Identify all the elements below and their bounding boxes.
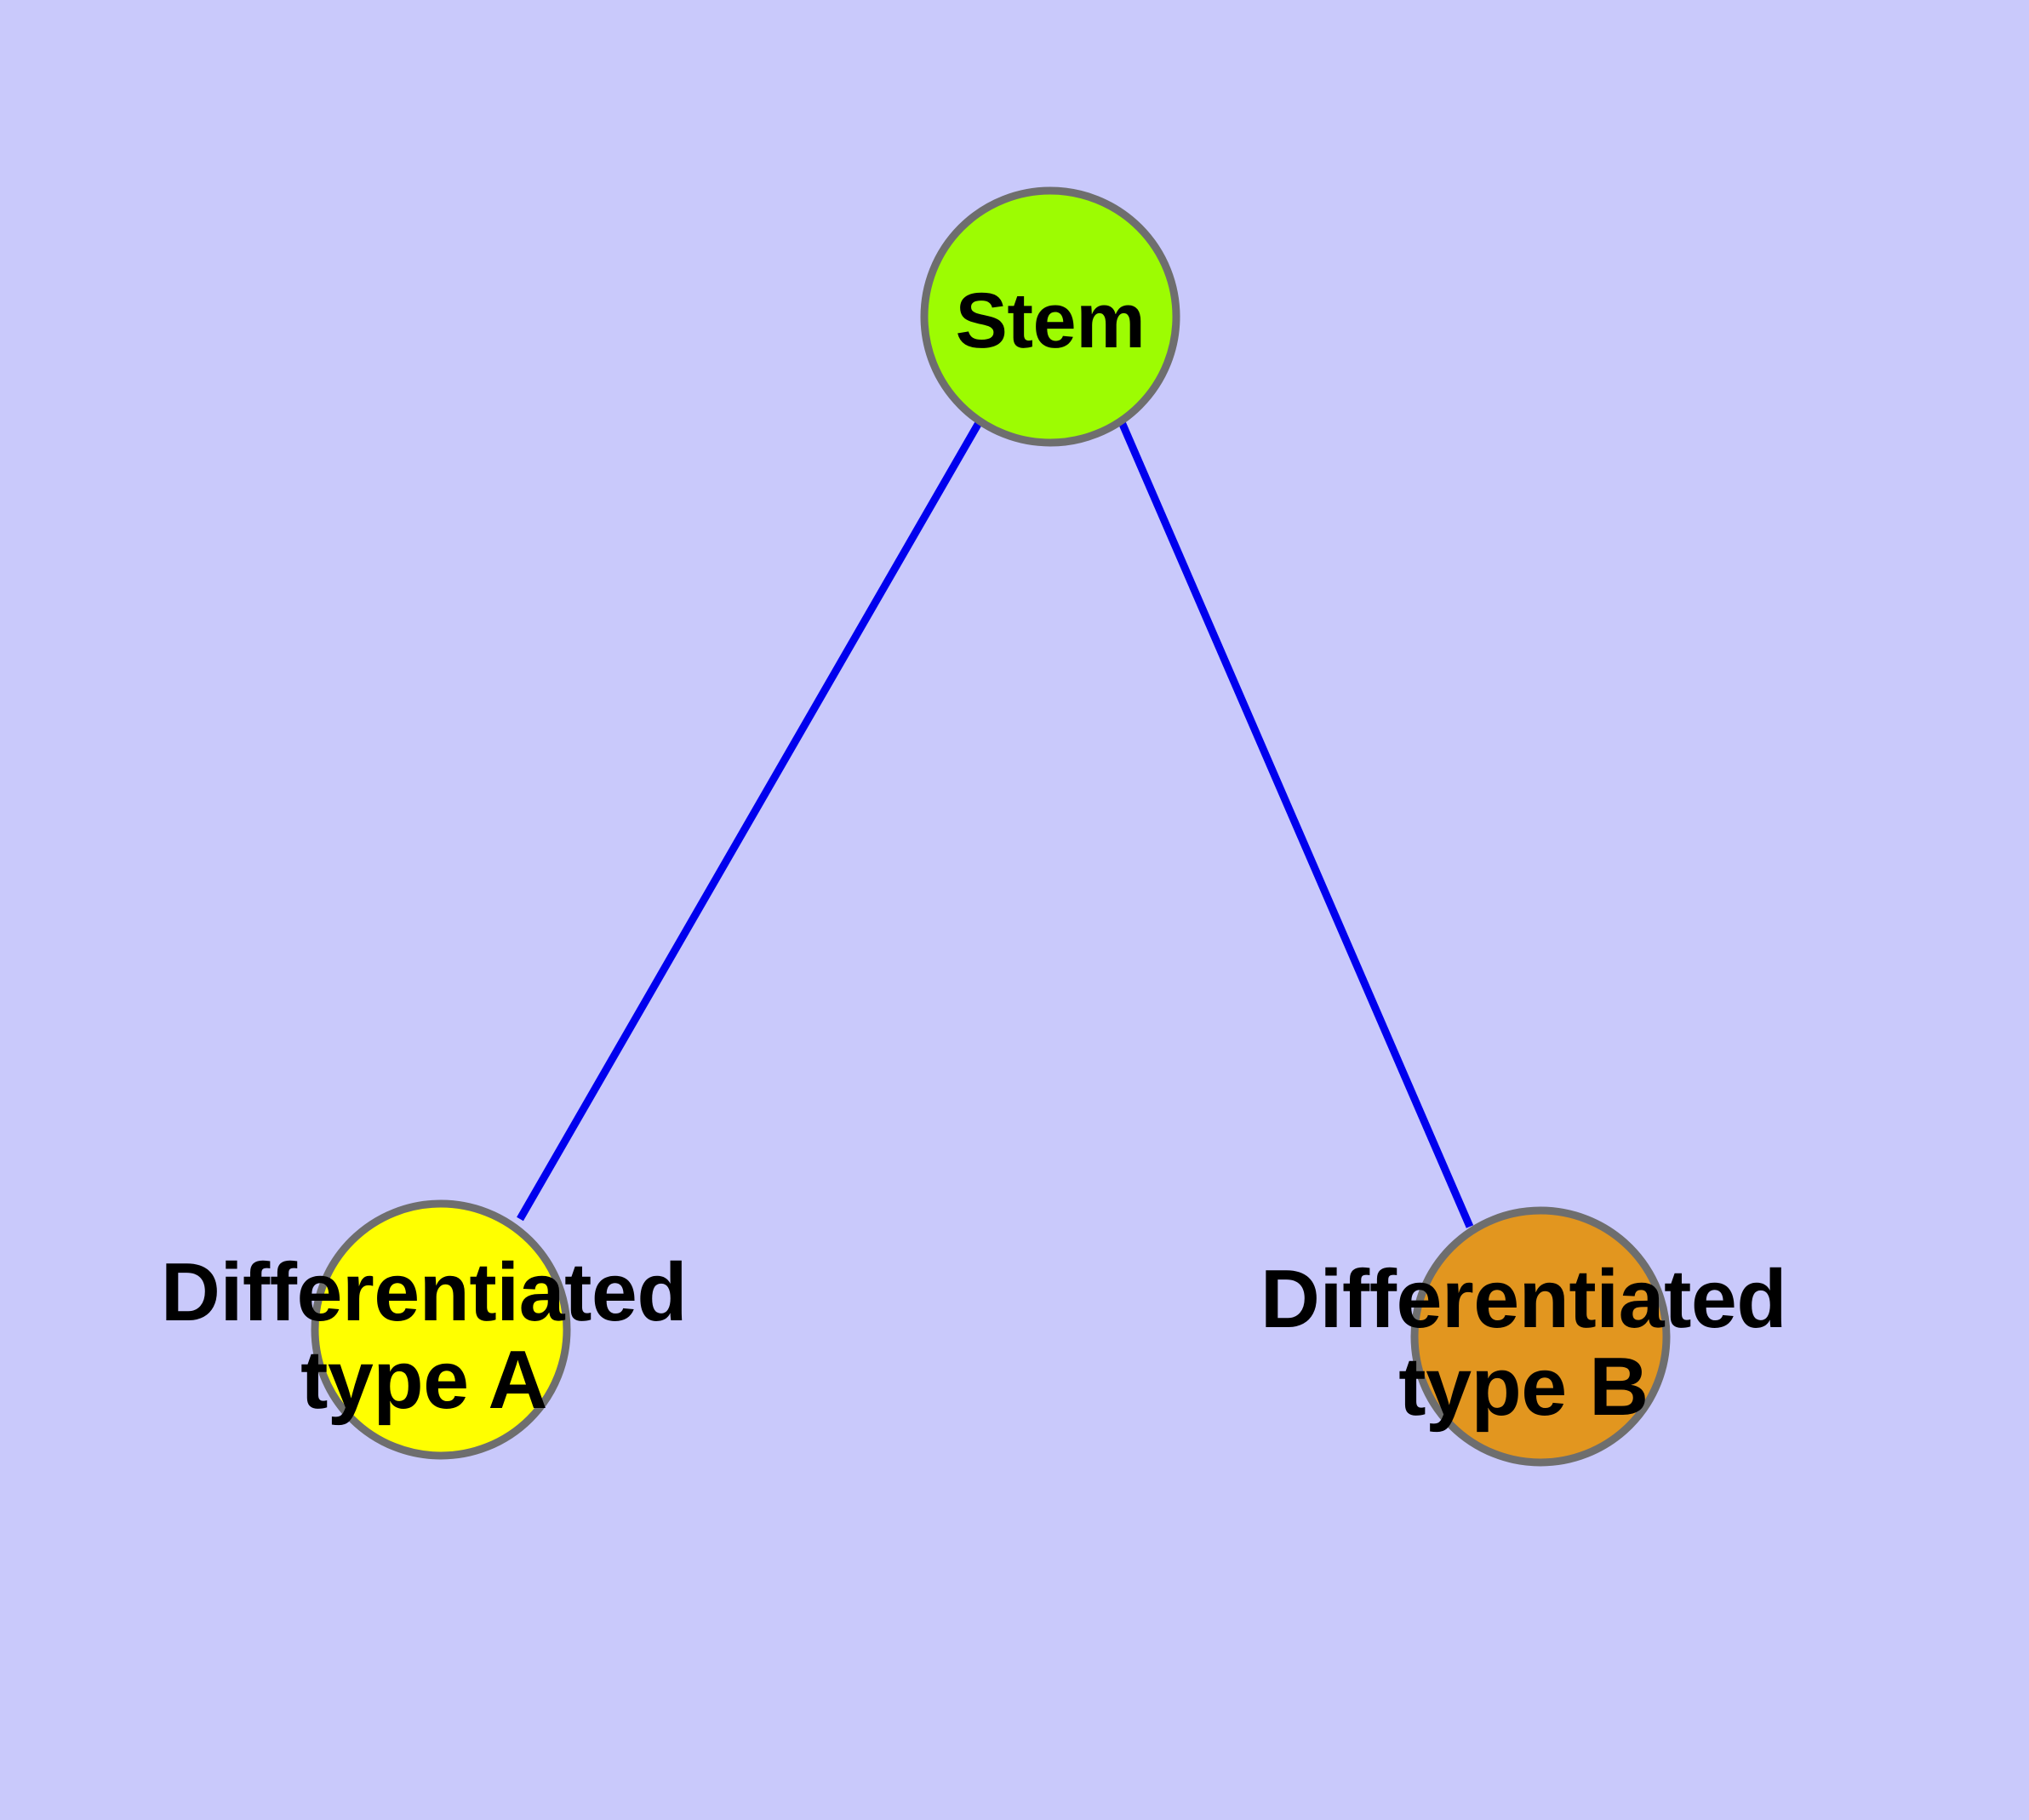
node-layer [311, 186, 1671, 1467]
node-differentiated-type-a[interactable] [311, 1199, 571, 1460]
node-stem[interactable] [920, 186, 1180, 447]
edge-stem-to-differentiated-type-b[interactable] [1117, 421, 1474, 1228]
edge-layer [517, 419, 1474, 1228]
node-differentiated-type-b[interactable] [1410, 1206, 1671, 1467]
edge-stem-to-differentiated-type-a[interactable] [517, 419, 983, 1222]
